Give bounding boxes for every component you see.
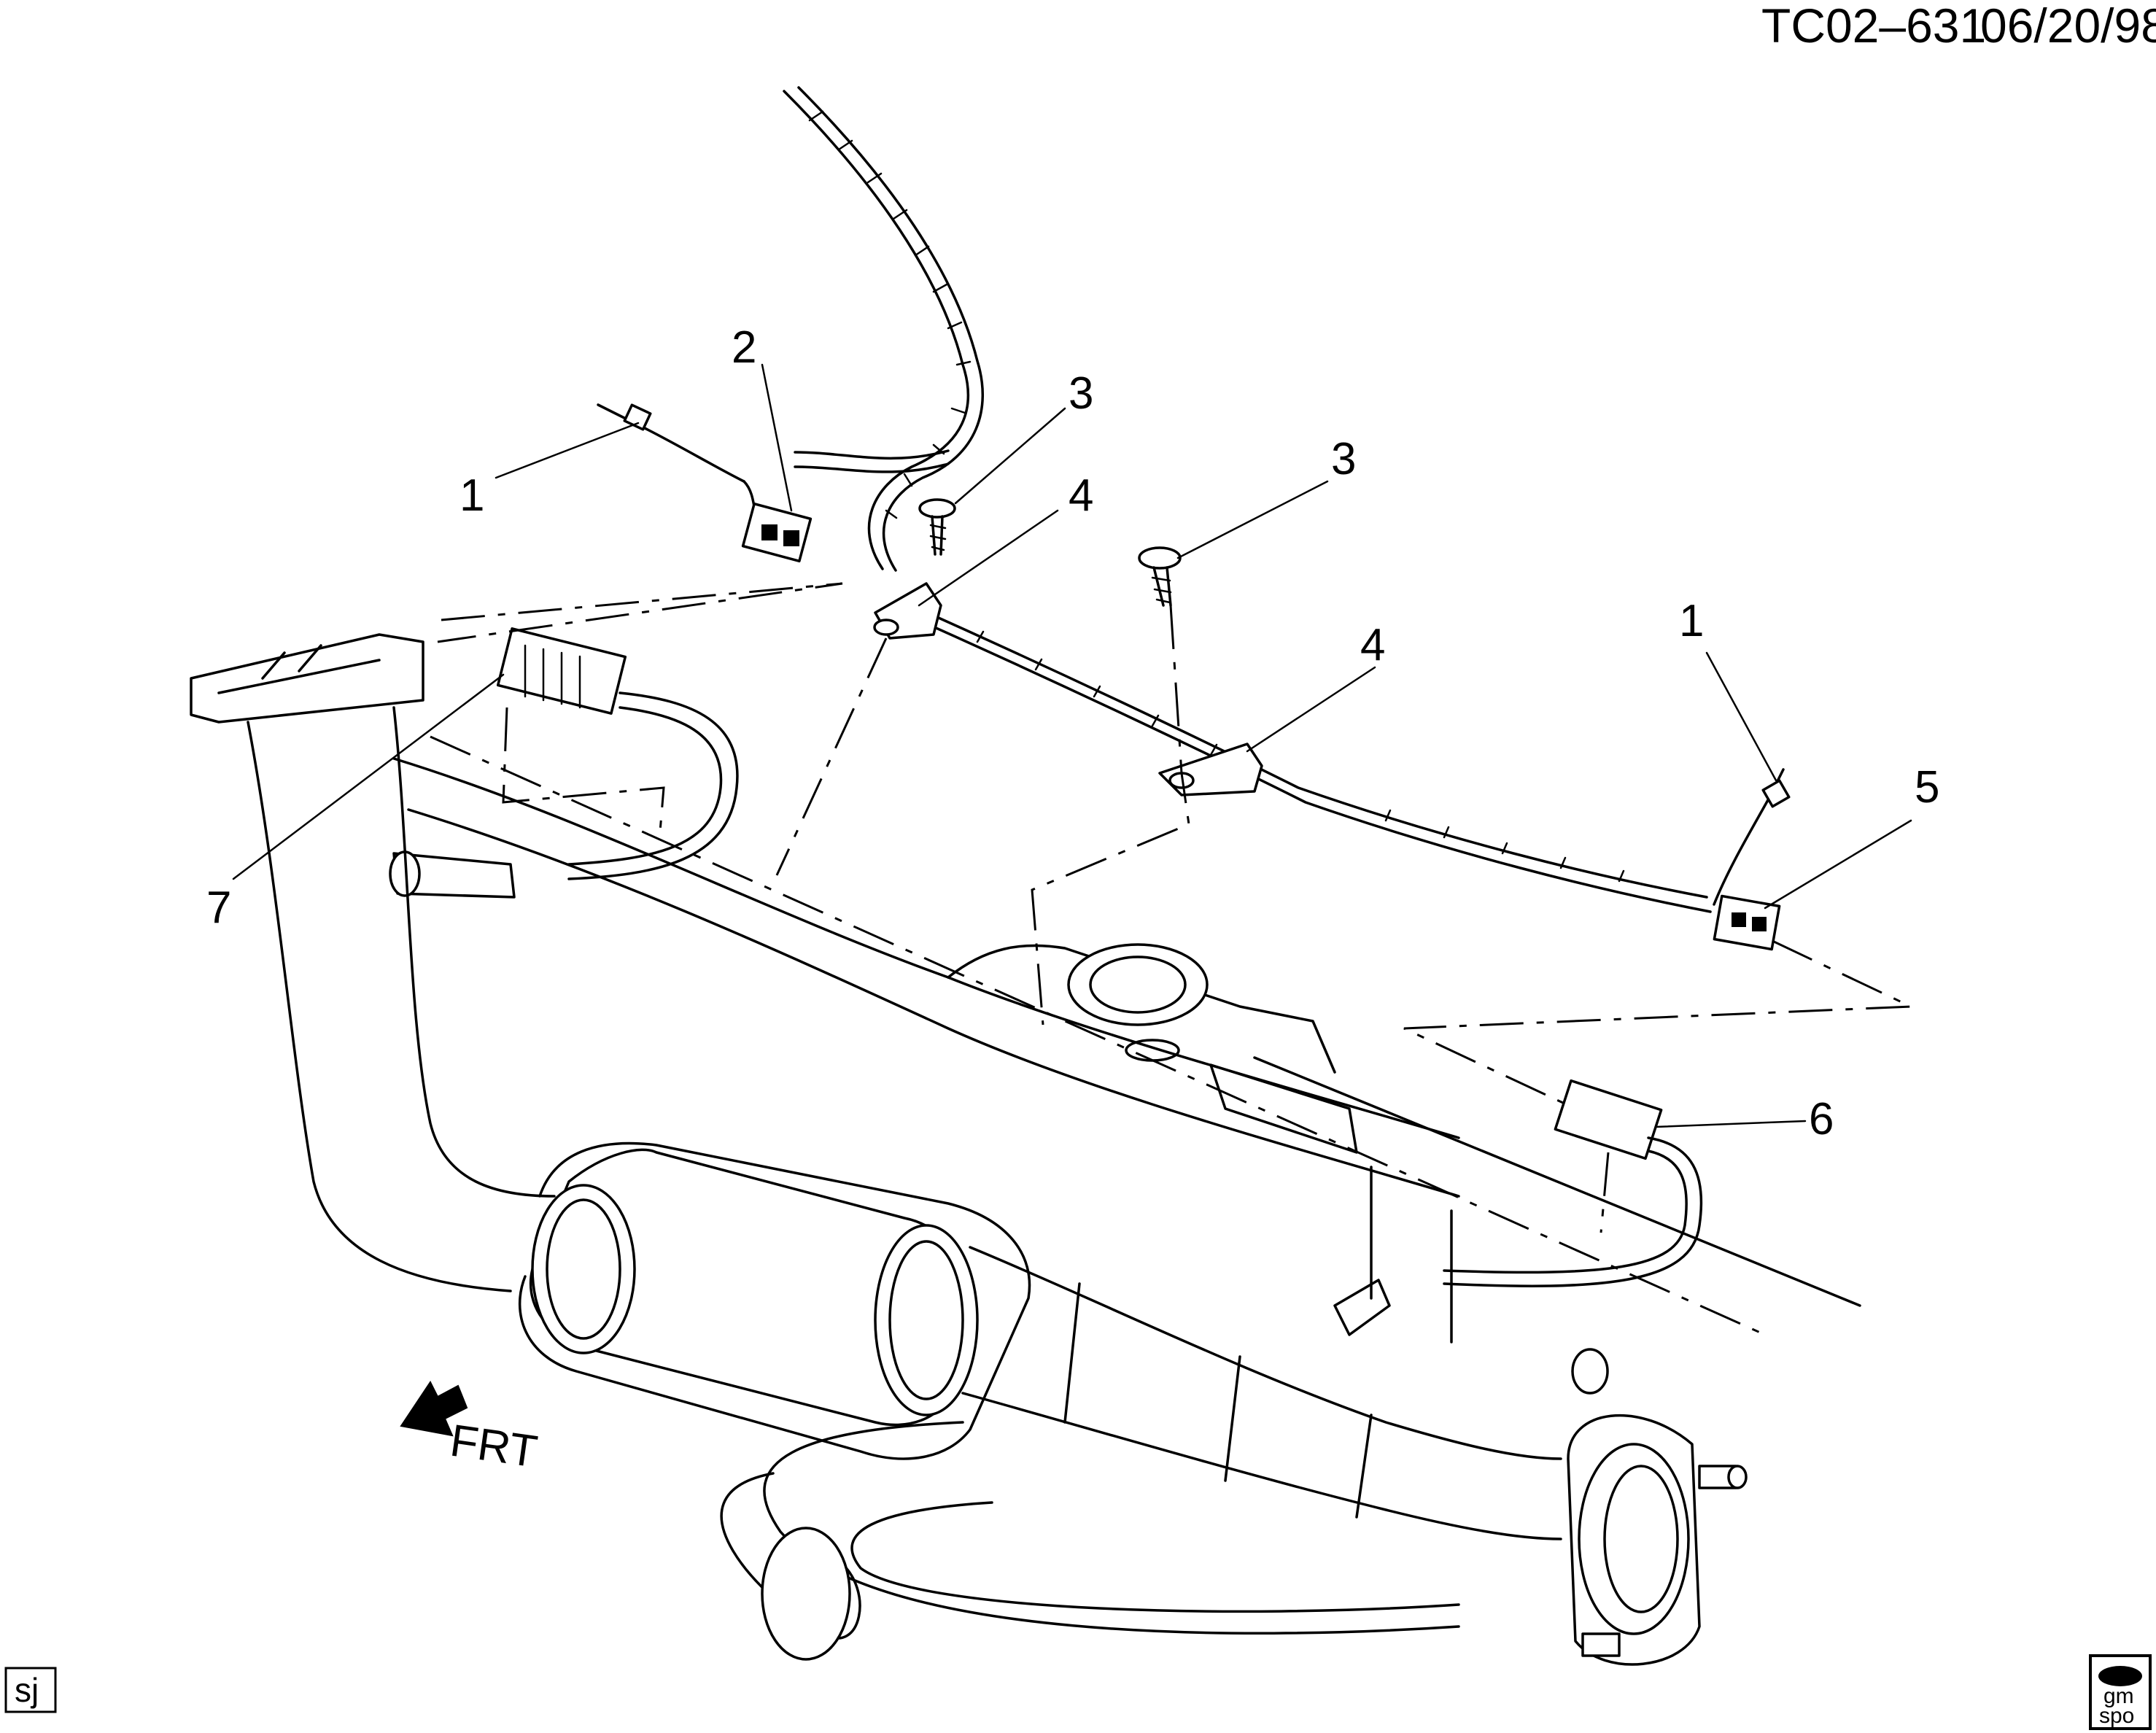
connector-part-2 (741, 480, 813, 563)
direction-label: FRT (447, 1416, 540, 1478)
exhaust-system (190, 633, 1861, 1666)
leader-lines (232, 363, 1912, 1128)
front-direction-indicator: FRT (400, 1381, 540, 1478)
left-arrow-icon (400, 1381, 468, 1437)
footer-tag: sj (4, 1667, 57, 1713)
callout-2: 2 (732, 322, 756, 373)
callout-4-upper: 4 (1069, 470, 1093, 521)
callout-3-middle: 3 (1331, 434, 1356, 484)
callout-6: 6 (1809, 1094, 1834, 1144)
logo-top-text: gm (2103, 1684, 2134, 1708)
screw-part-3-b (1138, 546, 1182, 607)
callout-7: 7 (206, 883, 231, 933)
clip-part-4-a (873, 582, 942, 640)
callouts: 1 2 3 4 3 4 1 5 6 7 (206, 322, 1939, 1144)
connector-part-6 (1333, 1079, 1703, 1336)
footer-tag-text: sj (15, 1671, 39, 1709)
connector-part-5 (1713, 894, 1781, 951)
gm-spo-logo-icon: gm spo (2089, 1654, 2152, 1730)
callout-3-upper: 3 (1069, 368, 1093, 419)
o2-sensor-lead-left (597, 403, 745, 483)
callout-1-left: 1 (459, 470, 484, 521)
callout-4-middle: 4 (1360, 620, 1385, 670)
alignment-lines (437, 582, 1912, 1233)
o2-sensor-lead-right (1713, 768, 1791, 906)
callout-5: 5 (1915, 762, 1939, 813)
callout-1-right: 1 (1679, 596, 1704, 646)
diagram-code: TC02–631 (1761, 0, 1986, 53)
main-harness (783, 86, 1712, 913)
connector-part-7 (389, 627, 739, 899)
screw-part-3-a (918, 498, 956, 556)
diagram-date: 06/20/98 (1980, 0, 2156, 53)
logo-bottom-text: spo (2099, 1704, 2134, 1728)
